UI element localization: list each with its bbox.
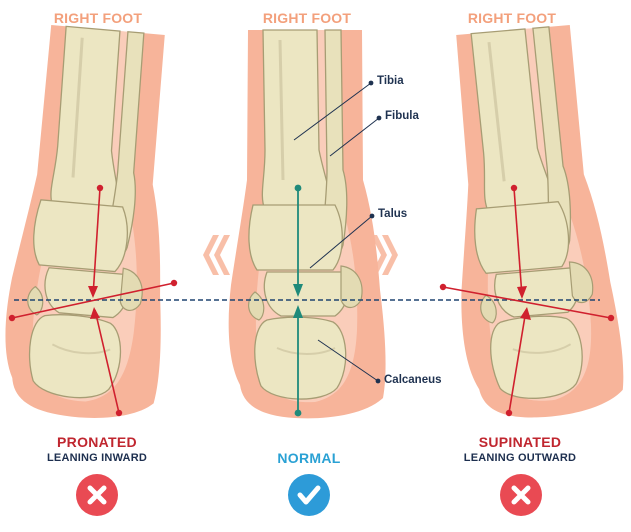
condition-description: LEANING INWARD — [47, 452, 147, 464]
condition-name: PRONATED — [57, 434, 137, 450]
supinated-axis-lines — [439, 184, 615, 417]
check-circle-icon — [288, 474, 330, 516]
calcaneus-label: Calcaneus — [384, 374, 442, 386]
left-motion-chevrons-icon — [203, 235, 230, 275]
pronated-foot-illustration — [0, 21, 190, 426]
pronated-axis-lines — [8, 184, 178, 417]
condition-description: LEANING OUTWARD — [463, 452, 577, 464]
cross-circle-icon — [76, 474, 118, 516]
condition-name: SUPINATED — [478, 434, 562, 450]
panel-title-pronated: RIGHT FOOT — [53, 10, 143, 26]
label-leader-lines — [293, 80, 382, 384]
normal-caption: NORMAL — [209, 450, 409, 466]
right-motion-chevrons-icon — [371, 235, 398, 275]
fibula-label: Fibula — [385, 110, 419, 122]
supinated-foot-illustration — [435, 21, 629, 426]
panel-title-supinated: RIGHT FOOT — [467, 10, 557, 26]
condition-name: NORMAL — [277, 450, 341, 466]
supinated-caption: SUPINATED LEANING OUTWARD — [420, 434, 620, 464]
tibia-label: Tibia — [377, 75, 404, 87]
normal-axis-lines — [293, 184, 303, 417]
cross-circle-icon — [500, 474, 542, 516]
talus-label: Talus — [378, 208, 408, 220]
pronated-caption: PRONATED LEANING INWARD — [0, 434, 197, 464]
panel-title-normal: RIGHT FOOT — [262, 10, 352, 26]
